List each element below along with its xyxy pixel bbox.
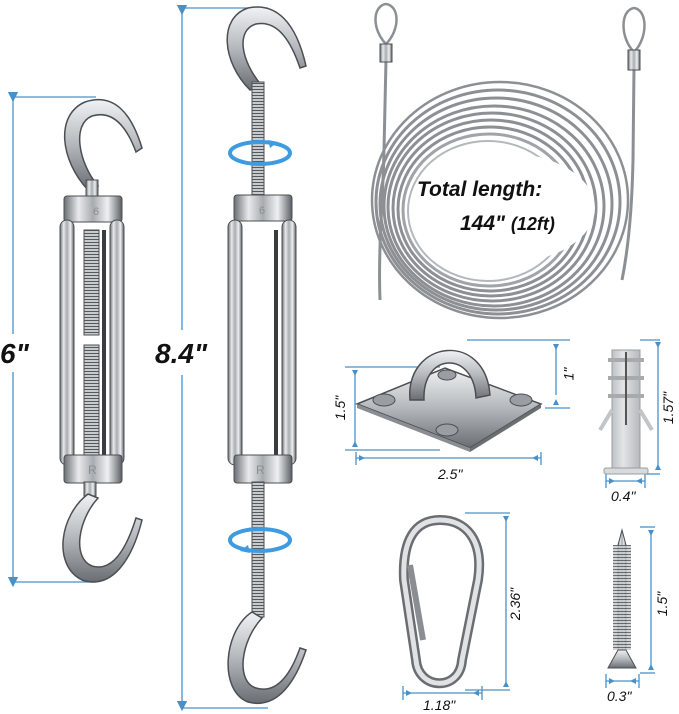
carabiner-length-label: 2.36" xyxy=(507,587,524,621)
cable-length-inches: 144" xyxy=(460,212,505,235)
screw xyxy=(607,528,637,669)
svg-text:6: 6 xyxy=(259,205,265,217)
label-backdrop xyxy=(415,153,595,263)
pad-eye-width-label: 2.5" xyxy=(438,466,463,482)
svg-text:R: R xyxy=(256,463,265,477)
pad-eye-plate xyxy=(354,349,543,452)
wall-anchor xyxy=(598,349,654,475)
screw-length-label: 1.5" xyxy=(654,591,671,617)
screw-width-label: 0.3" xyxy=(607,688,632,704)
turnbuckle-small: 6 R xyxy=(59,99,143,583)
dimension-arrowheads xyxy=(352,342,661,696)
ferrule-left xyxy=(379,43,393,63)
rotate-arrow-icon xyxy=(228,140,292,553)
turnbuckle-large-length-label: 8.4" xyxy=(155,336,208,372)
carabiner xyxy=(398,514,485,689)
pad-eye-height-label: 1.5" xyxy=(332,395,349,421)
svg-text:R: R xyxy=(88,463,97,477)
cable-total-length-label: Total length: xyxy=(417,178,543,201)
turnbuckle-large: 6 R xyxy=(226,6,307,705)
svg-text:6: 6 xyxy=(93,206,99,218)
ferrule-right xyxy=(627,49,641,71)
wall-anchor-length-label: 1.57" xyxy=(660,391,677,425)
cable-length-feet: (12ft) xyxy=(510,214,555,234)
carabiner-width-label: 1.18" xyxy=(423,697,456,713)
dimension-lines xyxy=(7,4,660,712)
wall-anchor-width-label: 0.4" xyxy=(611,488,636,504)
cable-length-value: 144" (12ft) xyxy=(460,212,555,236)
turnbuckle-small-length-label: 6" xyxy=(0,336,29,372)
pad-eye-eye-height-label: 1" xyxy=(560,367,577,381)
